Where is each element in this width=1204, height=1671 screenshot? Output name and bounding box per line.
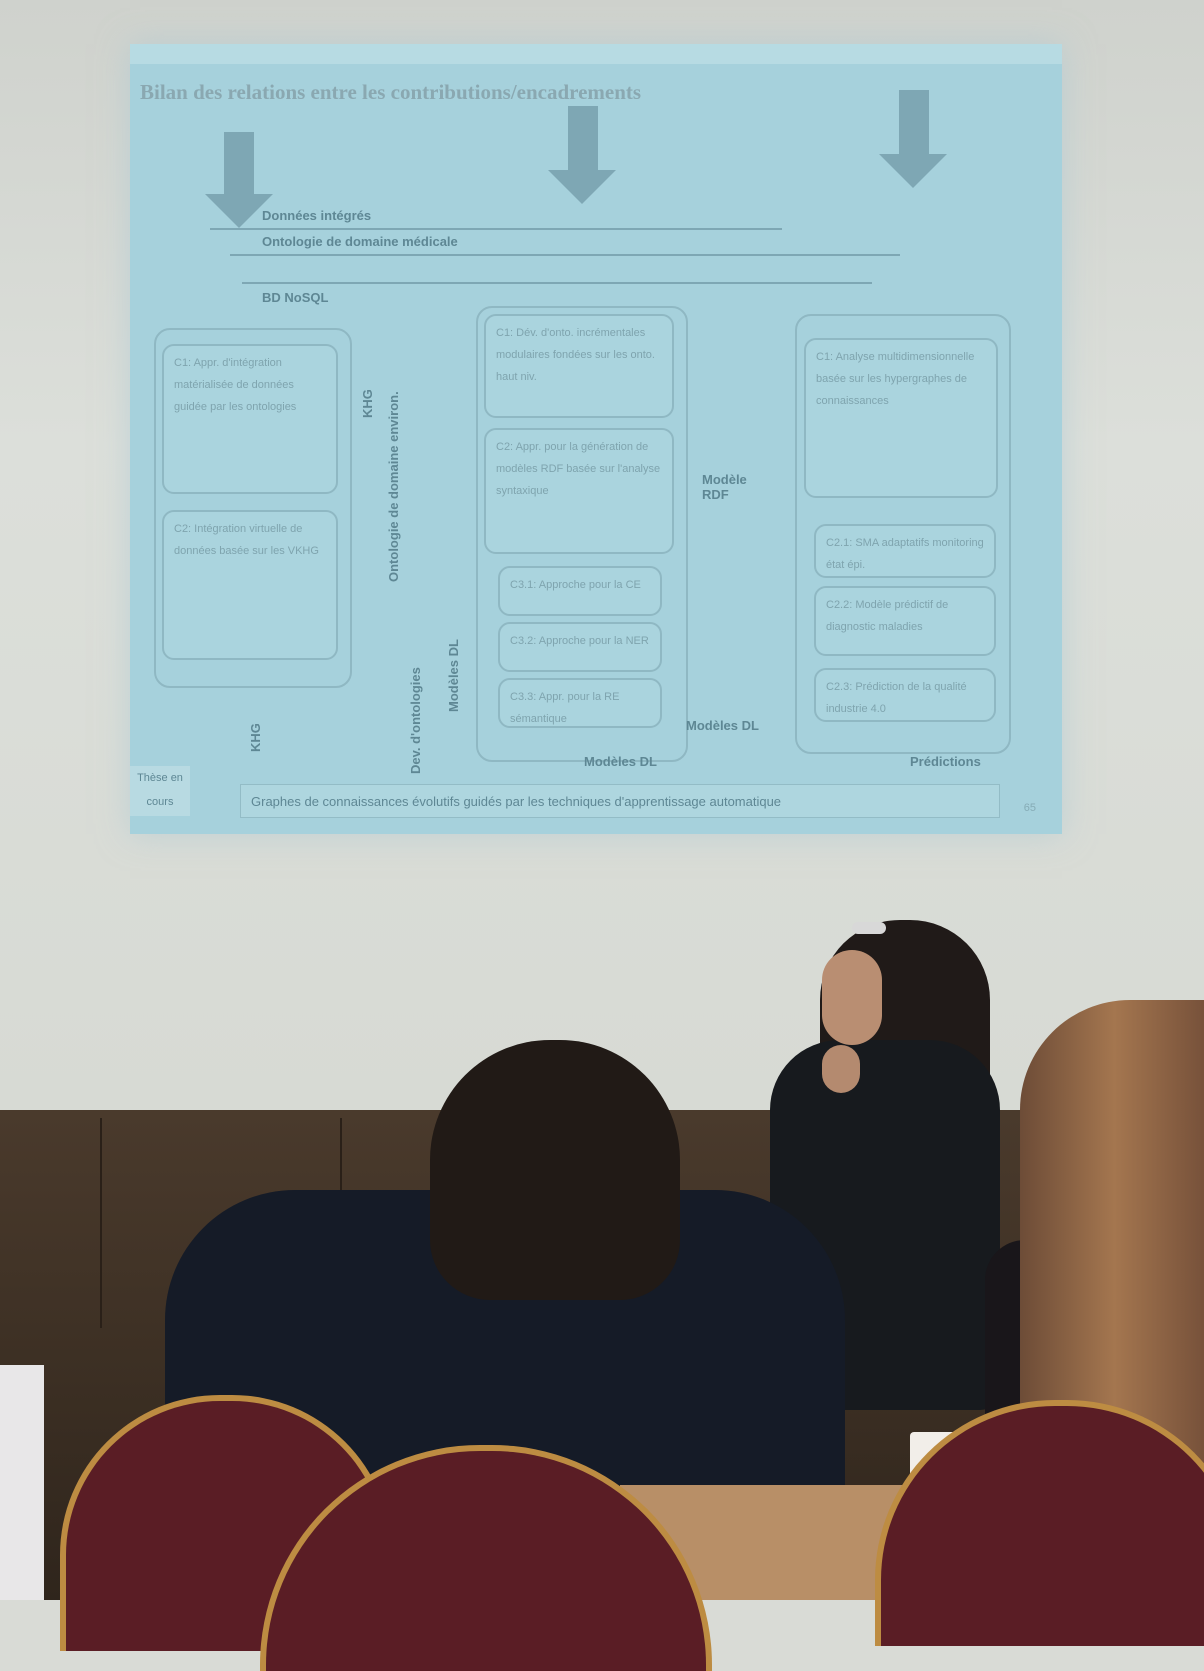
box-c21-sma: C2.1: SMA adaptatifs monitoring état épi… bbox=[814, 524, 996, 578]
band-donnees-integres: Données intégrés bbox=[262, 208, 372, 223]
arrow-left-icon bbox=[205, 194, 273, 228]
box-c2-integration-virtuelle: C2: Intégration virtuelle de données bas… bbox=[162, 510, 338, 660]
slide-title: Bilan des relations entre les contributi… bbox=[140, 80, 642, 104]
label-modeles-dl-right: Modèles DL bbox=[686, 718, 759, 733]
label-khg-bottom: KHG bbox=[248, 723, 263, 752]
presenter-hand bbox=[822, 1045, 860, 1093]
left-group-frame bbox=[154, 328, 352, 688]
projected-slide: Bilan des relations entre les contributi… bbox=[130, 44, 1062, 834]
box-c31-ce: C3.1: Approche pour la CE bbox=[498, 566, 662, 616]
label-modeles-dl-vertical: Modèles DL bbox=[446, 639, 461, 712]
presenter-face bbox=[822, 950, 882, 1045]
thesis-label: Thèse en cours bbox=[130, 766, 190, 816]
box-c1-dev-onto: C1: Dév. d'onto. incrémentales modulaire… bbox=[484, 314, 674, 418]
label-ontology-env: Ontologie de domaine environ. bbox=[386, 391, 401, 582]
box-c22-modele-predictif: C2.2: Modèle prédictif de diagnostic mal… bbox=[814, 586, 996, 656]
box-c33-re: C3.3: Appr. pour la RE sémantique bbox=[498, 678, 662, 728]
label-predictions: Prédictions bbox=[910, 754, 981, 769]
connector-line-third bbox=[242, 282, 872, 284]
table-edge-left bbox=[0, 1365, 44, 1600]
arrow-right-icon bbox=[879, 154, 947, 188]
box-c2-rdf: C2: Appr. pour la génération de modèles … bbox=[484, 428, 674, 554]
label-dev-ontologies: Dev. d'ontologies bbox=[408, 667, 423, 774]
label-modeles-dl-bottom: Modèles DL bbox=[584, 754, 657, 769]
arrow-left-shaft bbox=[224, 132, 254, 196]
connector-line-top bbox=[210, 228, 782, 230]
band-ontologie-medicale: Ontologie de domaine médicale bbox=[262, 234, 458, 249]
arrow-right-shaft bbox=[899, 90, 929, 156]
box-c32-ner: C3.2: Approche pour la NER bbox=[498, 622, 662, 672]
audience-member-right-hair bbox=[1020, 1000, 1204, 1470]
label-modele-rdf: Modèle RDF bbox=[702, 472, 747, 502]
box-c1-integration: C1: Appr. d'intégration matérialisée de … bbox=[162, 344, 338, 494]
box-c23-prediction: C2.3: Prédiction de la qualité industrie… bbox=[814, 668, 996, 722]
box-c1-analyse: C1: Analyse multidimensionnelle basée su… bbox=[804, 338, 998, 498]
slide-footer: Graphes de connaissances évolutifs guidé… bbox=[240, 784, 1000, 818]
slide-header-bar bbox=[130, 44, 1062, 64]
middle-group-frame bbox=[476, 306, 688, 762]
slide-page-number: 65 bbox=[1023, 802, 1036, 814]
sunglasses-icon bbox=[852, 922, 886, 934]
arrow-mid-icon bbox=[548, 170, 616, 204]
arrow-mid-shaft bbox=[568, 106, 598, 172]
right-group-frame bbox=[795, 314, 1011, 754]
band-bd-nosql: BD NoSQL bbox=[262, 290, 329, 305]
connector-line-second bbox=[230, 254, 900, 256]
audience-member-left-hair bbox=[430, 1040, 680, 1300]
wood-panel-divider bbox=[100, 1118, 102, 1328]
label-khg-top: KHG bbox=[360, 389, 375, 418]
